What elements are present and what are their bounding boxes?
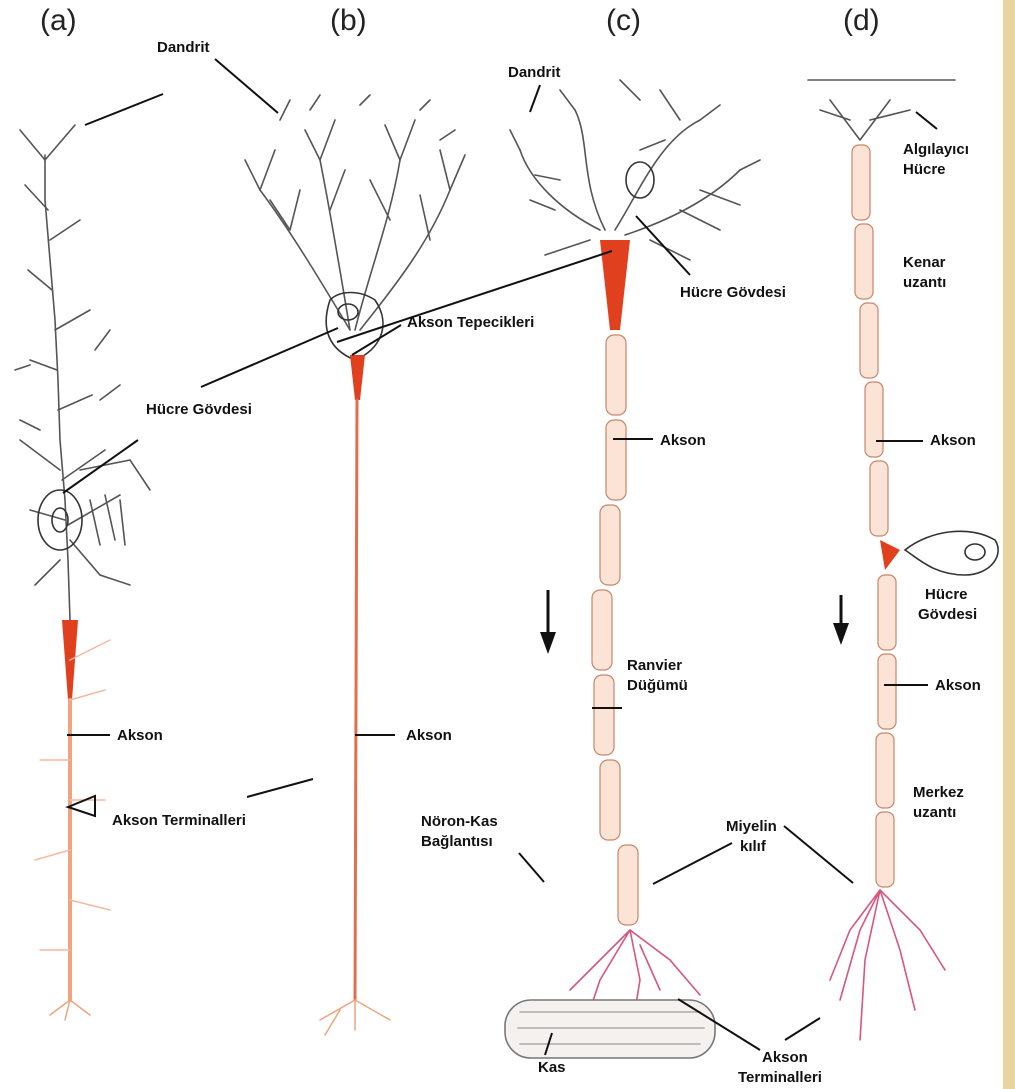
arrow-c-head bbox=[540, 632, 556, 654]
panel-label-c: (c) bbox=[606, 4, 641, 38]
neuron-d bbox=[808, 80, 998, 1040]
label-noron-kas-line2: Bağlantısı bbox=[421, 832, 493, 851]
label-miyelin-line2: kılıf bbox=[740, 837, 766, 856]
panel-label-b: (b) bbox=[330, 4, 367, 38]
myelin-c bbox=[592, 335, 638, 925]
terminals-c bbox=[570, 930, 700, 1010]
label-hucre-govdesi-c: Hücre Gövdesi bbox=[680, 283, 786, 302]
label-kas: Kas bbox=[538, 1058, 566, 1077]
label-miyelin-line1: Miyelin bbox=[726, 817, 777, 836]
axon-junction-d bbox=[880, 540, 900, 570]
panel-label-a: (a) bbox=[40, 4, 77, 38]
label-ranvier-line2: Düğümü bbox=[627, 676, 688, 695]
axon-b bbox=[355, 400, 357, 1000]
nucleus-d bbox=[965, 544, 985, 560]
terminals-b bbox=[320, 1000, 390, 1035]
soma-b bbox=[326, 293, 383, 361]
label-akson-terminalleri-c-line2: Terminalleri bbox=[738, 1068, 822, 1087]
label-kenar-line1: Kenar bbox=[903, 253, 946, 272]
label-akson-a: Akson bbox=[117, 726, 163, 745]
myelin-d-bottom bbox=[876, 575, 896, 887]
label-merkez-line1: Merkez bbox=[913, 783, 964, 802]
label-algilayici-line1: Algılayıcı bbox=[903, 140, 969, 159]
receptor-branches-d bbox=[820, 100, 910, 140]
label-noron-kas-line1: Nöron-Kas bbox=[421, 812, 498, 831]
label-hucre-govdesi-d-line2: Gövdesi bbox=[918, 605, 977, 624]
label-akson-terminalleri-c-line1: Akson bbox=[762, 1048, 808, 1067]
axon-hillock-b bbox=[350, 355, 365, 400]
label-dandrit-a: Dandrit bbox=[157, 38, 210, 57]
label-akson-b: Akson bbox=[406, 726, 452, 745]
neuron-a bbox=[15, 125, 150, 1020]
muscle-c bbox=[505, 1000, 715, 1058]
label-akson-tepecikleri-b: Akson Tepecikleri bbox=[407, 313, 534, 332]
myelin-d-top bbox=[852, 145, 888, 536]
label-akson-c: Akson bbox=[660, 431, 706, 450]
dendrites-a bbox=[15, 125, 150, 620]
terminals-d bbox=[830, 890, 945, 1040]
label-hucre-govdesi-a: Hücre Gövdesi bbox=[146, 400, 252, 419]
label-ranvier-line1: Ranvier bbox=[627, 656, 682, 675]
dendrites-c bbox=[510, 80, 760, 260]
direction-arrows bbox=[540, 590, 849, 654]
neuron-b bbox=[245, 95, 465, 1035]
label-akson-d-top: Akson bbox=[930, 431, 976, 450]
panel-label-d: (d) bbox=[843, 4, 880, 38]
label-dandrit-c: Dandrit bbox=[508, 63, 561, 82]
neuron-c bbox=[505, 80, 760, 1058]
nucleus-c bbox=[626, 162, 654, 198]
terminals-a bbox=[50, 1000, 90, 1020]
label-akson-terminalleri-a: Akson Terminalleri bbox=[112, 811, 246, 830]
dendrites-b bbox=[245, 95, 465, 330]
label-hucre-govdesi-d-line1: Hücre bbox=[925, 585, 968, 604]
label-akson-d-bottom: Akson bbox=[935, 676, 981, 695]
label-kenar-line2: uzantı bbox=[903, 273, 946, 292]
arrow-d-head bbox=[833, 623, 849, 645]
label-algilayici-line2: Hücre bbox=[903, 160, 946, 179]
label-merkez-line2: uzantı bbox=[913, 803, 956, 822]
leader-lines bbox=[63, 59, 937, 1055]
